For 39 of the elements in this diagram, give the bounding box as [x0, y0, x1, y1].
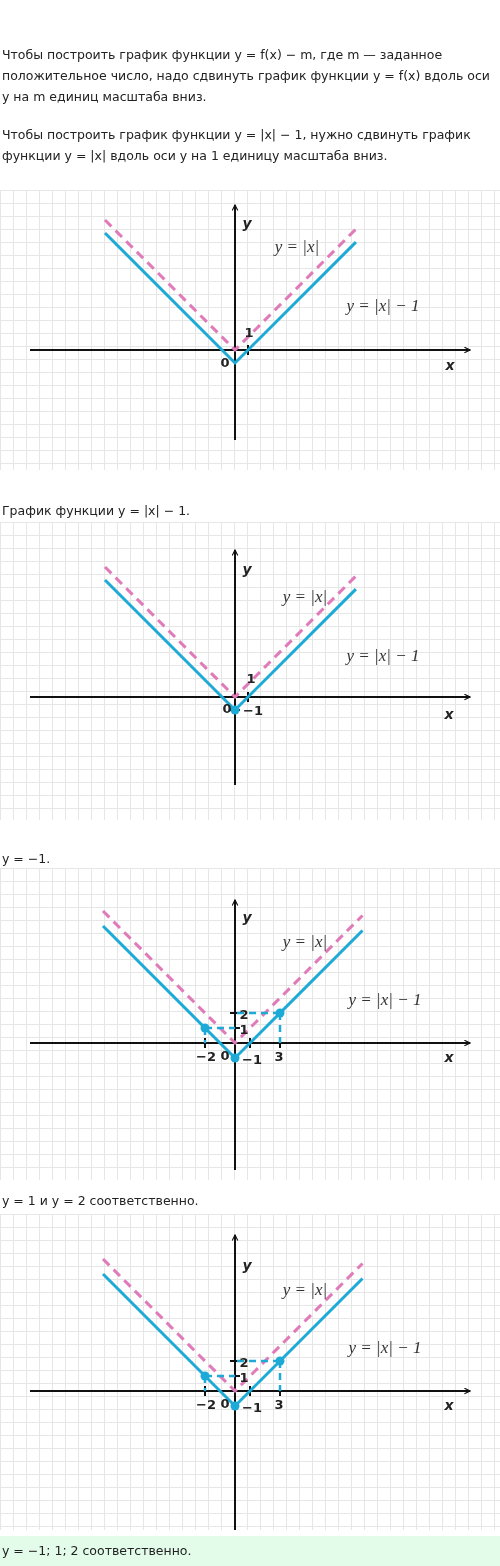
tick-label: 3: [274, 1049, 284, 1063]
function-label: y = |x| − 1: [346, 646, 420, 664]
tick-label: 2: [239, 1355, 249, 1369]
paragraph: y = 1 и y = 2 соответственно.: [2, 1192, 200, 1210]
caption: График функции y = |x| − 1.: [2, 502, 192, 520]
axis-label: x: [444, 707, 454, 721]
tick-label: 1: [239, 1022, 249, 1036]
function-label: y = |x|: [282, 587, 328, 605]
paragraph: y = −1.: [2, 850, 52, 868]
axis-label: x: [444, 1050, 454, 1064]
tick-label: 0: [220, 355, 230, 369]
tick-label: 1: [239, 1370, 249, 1384]
function-label: y = |x| − 1: [346, 296, 420, 314]
function-label: y = |x|: [282, 932, 328, 950]
axis-label: y: [242, 1258, 252, 1272]
axis-label: x: [444, 1398, 454, 1412]
function-label: y = |x|: [274, 237, 320, 255]
function-label: y = |x|: [282, 1280, 328, 1298]
tick-label: 3: [274, 1397, 284, 1411]
function-label: y = |x| − 1: [348, 990, 422, 1008]
axis-label: x: [445, 358, 455, 372]
axis-label: y: [242, 216, 252, 230]
tick-label: 0: [220, 1396, 230, 1410]
tick-label: 0: [222, 701, 232, 715]
tick-label: 0: [220, 1048, 230, 1062]
tick-label: 2: [239, 1007, 249, 1021]
axis-label: y: [242, 910, 252, 924]
tick-label: −1: [242, 1400, 262, 1414]
function-label: y = |x| − 1: [348, 1338, 422, 1356]
tick-label: −2: [196, 1397, 216, 1411]
tick-label: −2: [196, 1049, 216, 1063]
tick-label: 1: [244, 325, 254, 339]
paragraph: Чтобы построить график функции y = f(x) − m, где m — заданное положительное число, надо сдвинуть график функции y = f(x) вдоль оси y на m единиц масштаба вниз.: [2, 46, 491, 106]
answer-text: y = −1; 1; 2 соответственно.: [2, 1542, 192, 1560]
axis-label: y: [242, 562, 252, 576]
tick-label: −1: [243, 703, 263, 717]
tick-label: 1: [246, 671, 256, 685]
tick-label: −1: [242, 1052, 262, 1066]
paragraph: Чтобы построить график функции y = |x| − 1, нужно сдвинуть график функции y = |x| вдоль оси y на 1 единицу масштаба вниз.: [2, 126, 472, 165]
